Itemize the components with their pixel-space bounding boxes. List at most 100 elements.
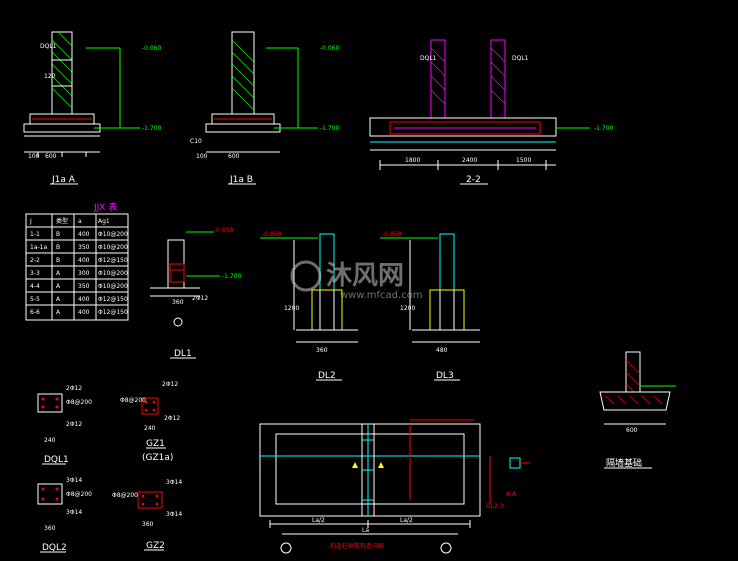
tie-column-plan: La/2 La/2 La A-A DL2.3 构造柱插筋构造详图 [259, 419, 530, 554]
dim-label: 360 [44, 525, 56, 532]
table-cell: A [56, 309, 61, 316]
rebar-label: Φ8@200 [66, 399, 92, 406]
table-header-cell: J [29, 218, 32, 225]
tag-label: DQL1 [420, 55, 437, 62]
detail-title: DL3 [436, 371, 454, 381]
rebar-label: 3Φ14 [66, 477, 82, 484]
table-cell: A [56, 296, 61, 303]
rebar-label: 2Φ12 [66, 385, 82, 392]
detail-title: DQL2 [42, 543, 67, 553]
watermark-brand: 沐风网 [326, 261, 404, 291]
table-cell: Φ10@200 [98, 283, 128, 290]
table-cell: 350 [78, 244, 90, 251]
elev-label: -1.700 [594, 125, 614, 132]
table-cell: 400 [78, 257, 90, 264]
table-cell: 4-4 [30, 283, 40, 290]
table-cell: 1-1 [30, 231, 40, 238]
partition-footing: 600 隔墙基础 [599, 351, 676, 469]
elev-label: -0.050 [262, 231, 282, 238]
detail-dql1: 2Φ12 Φ8@200 2Φ12 240 DQL1 [37, 385, 92, 465]
dim-label: 1500 [516, 157, 531, 164]
rebar-label: Φ8@200 [120, 397, 146, 404]
table-cell: 5-5 [30, 296, 40, 303]
detail-dl1: -0.050 -1.700 2Φ12 360 DL1 [150, 227, 242, 359]
detail-title: J1a A [51, 175, 76, 185]
section-ref: DL2.3 [486, 503, 504, 510]
elev-label: -1.700 [320, 125, 340, 132]
table-cell: 400 [78, 309, 90, 316]
detail-dl2: -0.050 1200 360 DL2 [260, 231, 358, 381]
elev-label: -1.700 [222, 273, 242, 280]
rebar-label: 2Φ12 [66, 421, 82, 428]
table-cell: A [56, 270, 61, 277]
rebar-label: 3Φ14 [166, 511, 182, 518]
detail-j1a-a: -0.060 -1.700 100 600 DQL1 120 J1a A [23, 31, 162, 185]
table-cell: 400 [78, 231, 90, 238]
dim-label: 1200 [284, 305, 299, 312]
dim-label: 1800 [405, 157, 420, 164]
table-cell: B [56, 244, 60, 251]
dim-label: 360 [316, 347, 328, 354]
rebar-label: 2Φ12 [164, 415, 180, 422]
tag-label: DQL1 [40, 43, 57, 50]
tag-label: DQL1 [512, 55, 529, 62]
dim-label: 360 [142, 521, 154, 528]
table-cell: A [56, 283, 61, 290]
dim-label: 240 [44, 437, 56, 444]
section-title: 2-2 [466, 175, 481, 185]
watermark: 沐风网 www.mfcad.com [290, 260, 423, 301]
table-cell: Φ12@150 [98, 309, 128, 316]
table-cell: B [56, 231, 60, 238]
detail-title: GZ2 [146, 541, 165, 551]
table-cell: 1a-1a [30, 244, 47, 251]
detail-j1a-b: -0.060 -1.700 C10 100 600 J1a B [190, 31, 340, 185]
elev-label: -0.060 [320, 45, 340, 52]
dim-label: 600 [45, 153, 57, 160]
section-2-2: 1800 2400 1500 -1.700 DQL1 DQL1 2-2 [369, 39, 614, 185]
dim-label: La/2 [400, 517, 413, 524]
elev-label: -1.700 [142, 125, 162, 132]
table-cell: Φ10@200 [98, 270, 128, 277]
table-cell: 300 [78, 270, 90, 277]
detail-title: DL2 [318, 371, 336, 381]
brand-logo-icon [290, 260, 322, 292]
table-header-cell: Ag1 [98, 218, 110, 225]
table-cell: 350 [78, 283, 90, 290]
table-header-cell: a [78, 218, 82, 225]
dim-label: 240 [144, 425, 156, 432]
rebar-label: 2Φ12 [162, 381, 178, 388]
table-cell: B [56, 257, 60, 264]
table-header-cell: 类型 [56, 217, 68, 225]
detail-dl3: -0.050 1200 480 DL3 [380, 231, 480, 381]
dim-label: 600 [228, 153, 240, 160]
dim-label: 2400 [462, 157, 477, 164]
rebar-label: Φ8@200 [66, 491, 92, 498]
detail-title: J1a B [229, 175, 253, 185]
detail-dql2: 3Φ14 Φ8@200 3Φ14 360 DQL2 [37, 477, 92, 553]
dim-label: 480 [436, 347, 448, 354]
table-cell: 2-2 [30, 257, 40, 264]
rebar-label: 3Φ14 [66, 509, 82, 516]
rebar-label: 2Φ12 [192, 295, 208, 302]
dim-label: 1200 [400, 305, 415, 312]
elev-label: -0.050 [214, 227, 234, 234]
table-cell: 6-6 [30, 309, 40, 316]
detail-subtitle: (GZ1a) [142, 453, 173, 463]
watermark-url: www.mfcad.com [340, 290, 423, 301]
table-cell: Φ10@200 [98, 231, 128, 238]
elev-label: -0.050 [382, 231, 402, 238]
concrete-label: C10 [190, 138, 202, 145]
dim-label: La [362, 527, 369, 534]
detail-title: DL1 [174, 349, 192, 359]
table-cell: 400 [78, 296, 90, 303]
detail-gz1: 2Φ12 Φ8@200 2Φ12 240 GZ1 (GZ1a) [120, 381, 180, 463]
dim-label: 600 [626, 427, 638, 434]
plan-note: 构造柱插筋构造详图 [330, 542, 384, 550]
dim-label: 360 [172, 299, 184, 306]
elev-label: -0.060 [142, 45, 162, 52]
rebar-label: Φ8@200 [112, 492, 138, 499]
dim-label: 100 [196, 153, 208, 160]
rebar-label: 3Φ14 [166, 479, 182, 486]
